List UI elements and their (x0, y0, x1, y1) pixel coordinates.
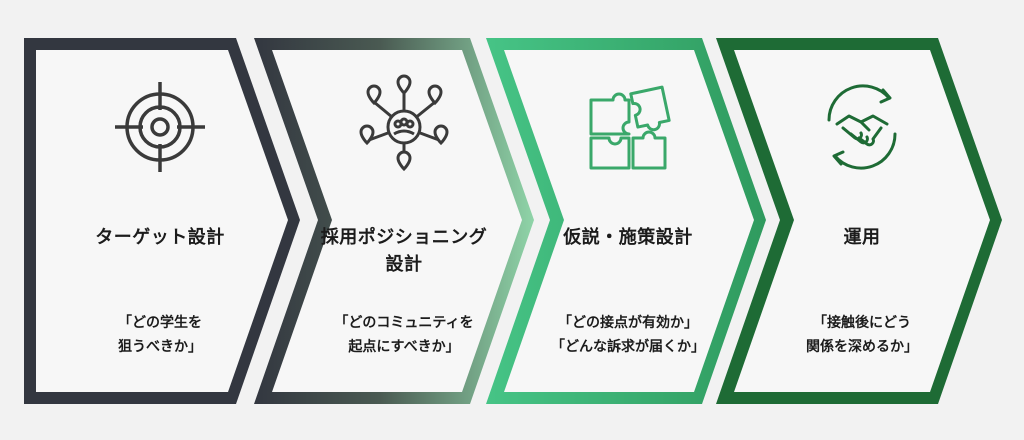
chevron-step-4-inner (734, 50, 990, 392)
step-description-line: 起点にすべきか」 (348, 339, 460, 355)
chevron-step-2-inner (272, 50, 522, 392)
handshake-icon (807, 72, 917, 182)
chevron-step-3-inner (504, 50, 754, 392)
chevron-step-1-inner (36, 50, 288, 392)
target-icon (105, 72, 215, 182)
step-title: ターゲット設計 (60, 224, 260, 251)
step-title-line: 運用 (843, 227, 881, 248)
step-description-line: 狙うべきか」 (118, 339, 202, 355)
puzzle-icon (573, 72, 683, 182)
step-title-line: ターゲット設計 (95, 227, 225, 248)
step-title-line: 採用ポジショニング (320, 227, 488, 248)
step-description: 「どの学生を 狙うべきか」 (60, 311, 260, 359)
step-title-line: 仮説・施策設計 (563, 227, 693, 248)
step-1: ターゲット設計 「どの学生を 狙うべきか」 (60, 0, 260, 440)
step-description-line: 「どの学生を (118, 315, 202, 331)
network-pins-icon (349, 72, 459, 182)
step-4: 運用 「接触後にどう 関係を深めるか」 (762, 0, 962, 440)
step-title: 運用 (762, 224, 962, 251)
step-2: 採用ポジショニング 設計 「どのコミュニティを 起点にすべきか」 (304, 0, 504, 440)
step-description: 「どのコミュニティを 起点にすべきか」 (304, 311, 504, 359)
step-description-line: 「どのコミュニティを (334, 315, 474, 331)
step-description-line: 関係を深めるか」 (806, 339, 918, 355)
step-title: 仮説・施策設計 (528, 224, 728, 251)
step-title-line: 設計 (385, 254, 423, 275)
step-3: 仮説・施策設計 「どの接点が有効か」 「どんな訴求が届くか」 (528, 0, 728, 440)
step-title: 採用ポジショニング 設計 (304, 224, 504, 278)
step-description-line: 「どの接点が有効か」 (558, 315, 698, 331)
step-description: 「接触後にどう 関係を深めるか」 (762, 311, 962, 359)
step-description-line: 「どんな訴求が届くか」 (551, 339, 705, 355)
step-description-line: 「接触後にどう (813, 315, 911, 331)
step-description: 「どの接点が有効か」 「どんな訴求が届くか」 (528, 311, 728, 359)
